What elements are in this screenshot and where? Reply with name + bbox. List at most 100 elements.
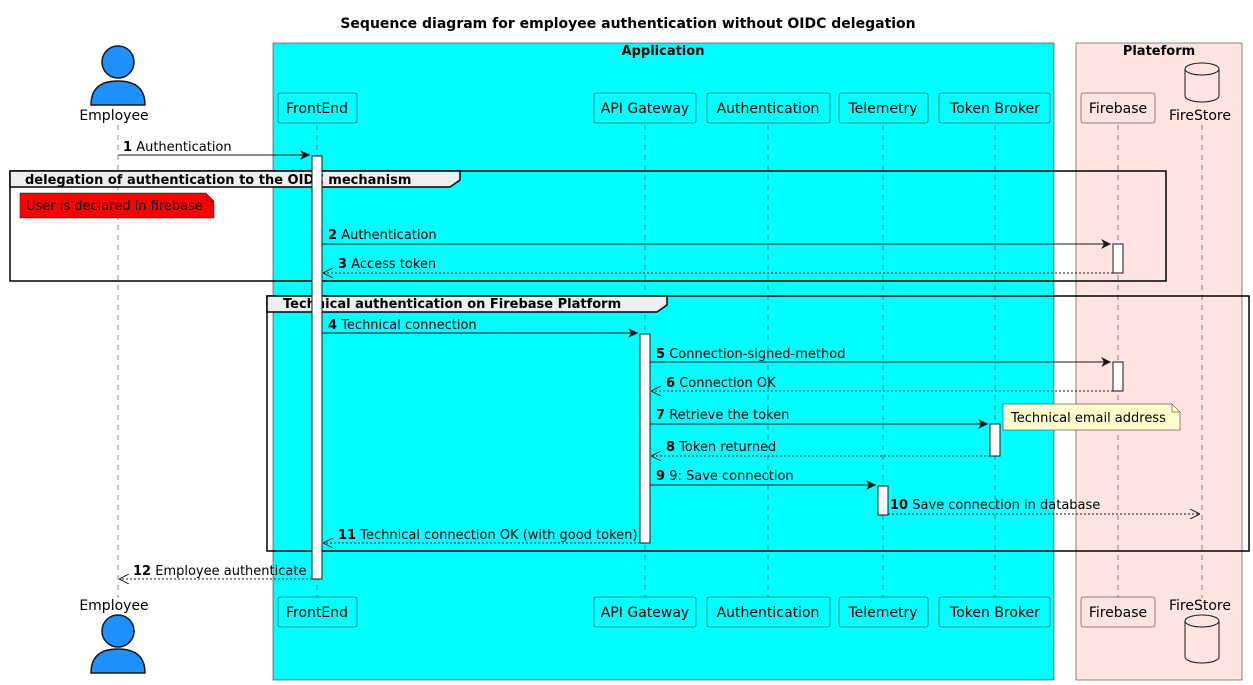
note-shape <box>1002 403 1181 431</box>
database-top-icon <box>1184 62 1220 76</box>
participant-box <box>277 596 358 628</box>
note-fold <box>1171 404 1180 413</box>
actor-employee-top: Employee <box>79 45 149 124</box>
note-user-declared: User is declared in firebase <box>19 192 215 219</box>
participant-label: Authentication <box>717 605 820 621</box>
message-7: 7 Retrieve the token <box>650 408 988 429</box>
group-label: delegation of authentication to the OIDC… <box>25 173 411 188</box>
participant-box <box>938 596 1051 628</box>
diagram-title: Sequence diagram for employee authentica… <box>340 16 915 32</box>
message-label: 9 9: Save connection <box>656 469 794 484</box>
message-label: 5 Connection-signed-method <box>656 347 845 362</box>
message-2: 2 Authentication <box>322 228 1111 249</box>
message-6: 6 Connection OK <box>651 376 1113 391</box>
actor-head-icon <box>101 45 135 79</box>
message-5: 5 Connection-signed-method <box>650 347 1111 367</box>
actor-body-icon <box>90 80 146 106</box>
message-4: 4 Technical connection <box>322 318 638 338</box>
participant-box <box>838 596 929 628</box>
participant-box <box>593 596 697 628</box>
message-10: 10 Save connection in database <box>888 498 1200 514</box>
application-box-title: Application <box>622 44 705 59</box>
message-8: 8 Token returned <box>651 440 990 456</box>
group-tab <box>266 295 668 313</box>
participant-label: FrontEnd <box>286 605 348 621</box>
participant-box <box>1080 92 1156 124</box>
participant-box <box>1080 596 1156 628</box>
participant-label: Employee <box>79 108 148 124</box>
message-label: 3 Access token <box>338 257 436 272</box>
message-label: 1 Authentication <box>123 140 232 155</box>
participant-label: Telemetry <box>847 605 917 621</box>
group-label: Technical authentication on Firebase Pla… <box>283 297 621 312</box>
note-text: User is declared in firebase <box>26 199 203 214</box>
actor-employee-bottom: Employee <box>79 598 149 674</box>
message-label: 4 Technical connection <box>328 318 477 333</box>
message-label: 6 Connection OK <box>666 376 776 391</box>
group-frame <box>9 170 1167 282</box>
note-text: Technical email address <box>1010 411 1166 426</box>
database-top-icon <box>1184 614 1220 628</box>
participant-box <box>706 596 831 628</box>
participant-token-broker-bottom: Token Broker <box>938 596 1051 628</box>
group-frame <box>266 295 1250 552</box>
participant-box <box>277 92 358 124</box>
participant-api-gateway-bottom: API Gateway <box>593 596 697 628</box>
message-label: 11 Technical connection OK (with good to… <box>338 528 637 543</box>
participant-label: FireStore <box>1169 598 1231 614</box>
note-fold <box>205 193 214 202</box>
database-body-icon <box>1184 69 1220 103</box>
participant-api-gateway-top: API Gateway <box>593 92 697 124</box>
participant-token-broker-top: Token Broker <box>938 92 1051 124</box>
participant-box <box>593 92 697 124</box>
message-1: 1 Authentication <box>118 140 310 160</box>
participant-label: Firebase <box>1089 101 1147 117</box>
participant-authentication-top: Authentication <box>706 92 831 124</box>
message-11: 11 Technical connection OK (with good to… <box>323 528 640 543</box>
message-3: 3 Access token <box>323 257 1113 273</box>
activation-firebase <box>1112 243 1124 274</box>
database-body-icon <box>1184 621 1220 664</box>
message-label: 10 Save connection in database <box>890 498 1100 513</box>
group-technical-auth: Technical authentication on Firebase Pla… <box>266 295 1250 552</box>
message-12: 12 Employee authenticate <box>119 564 312 579</box>
participant-firebase-bottom: Firebase <box>1080 596 1156 628</box>
participants-top: Employee FrontEnd API Gateway Authentica… <box>79 45 1231 124</box>
participant-label: Authentication <box>717 101 820 117</box>
participant-label: Telemetry <box>847 101 917 117</box>
message-label: 2 Authentication <box>328 228 437 243</box>
note-technical-email: Technical email address <box>1002 403 1181 431</box>
message-label: 7 Retrieve the token <box>656 408 789 423</box>
participant-firebase-top: Firebase <box>1080 92 1156 124</box>
participant-label: API Gateway <box>601 605 689 621</box>
participant-label: Token Broker <box>949 101 1040 117</box>
activation-frontend <box>311 155 323 580</box>
message-label: 8 Token returned <box>666 440 776 455</box>
platform-box-title: Plateform <box>1123 44 1195 59</box>
participant-box <box>838 92 929 124</box>
actor-head-icon <box>101 614 135 648</box>
participant-label: FireStore <box>1169 108 1231 124</box>
participant-telemetry-top: Telemetry <box>838 92 929 124</box>
participants-bottom: Employee FrontEnd API Gateway Authentica… <box>79 596 1231 674</box>
participant-telemetry-bottom: Telemetry <box>838 596 929 628</box>
participant-frontend-top: FrontEnd <box>277 92 358 124</box>
participant-authentication-bottom: Authentication <box>706 596 831 628</box>
database-firestore-top: FireStore <box>1169 62 1231 124</box>
actor-body-icon <box>90 648 146 674</box>
activation-token-broker <box>989 423 1001 457</box>
participant-box <box>938 92 1051 124</box>
activations <box>311 155 1124 580</box>
participant-label: Firebase <box>1089 605 1147 621</box>
group-oidc-delegation: delegation of authentication to the OIDC… <box>9 170 1167 282</box>
participant-box <box>706 92 831 124</box>
participant-label: API Gateway <box>601 101 689 117</box>
database-firestore-bottom: FireStore <box>1169 598 1231 664</box>
activation-firebase <box>1112 361 1124 392</box>
activation-api-gateway <box>639 333 651 544</box>
participant-label: Employee <box>79 598 148 614</box>
participant-label: Token Broker <box>949 605 1040 621</box>
participant-label: FrontEnd <box>286 101 348 117</box>
participant-frontend-bottom: FrontEnd <box>277 596 358 628</box>
